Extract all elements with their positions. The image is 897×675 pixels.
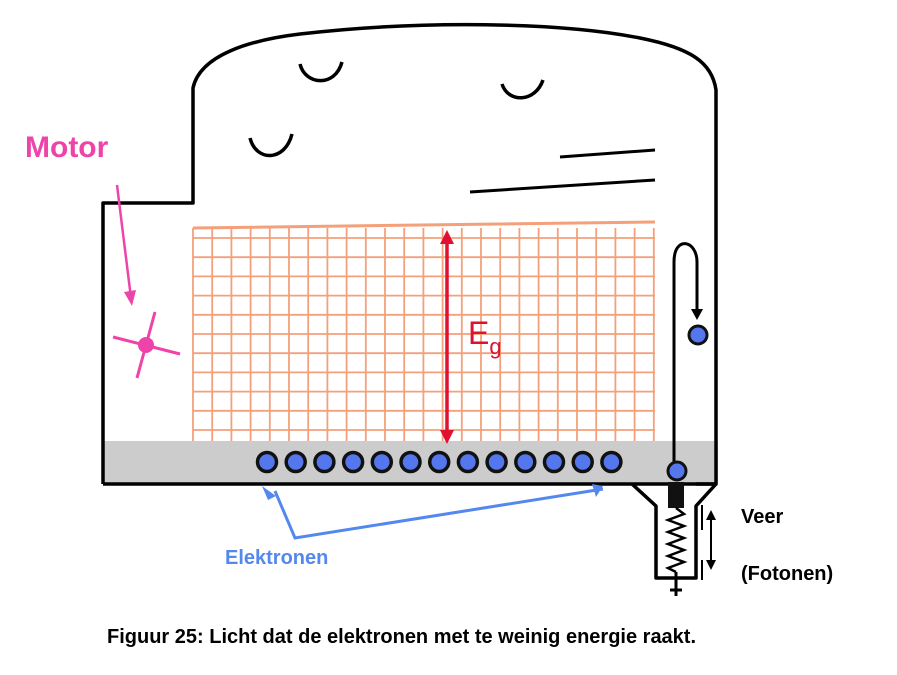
motor-label: Motor [25,131,109,164]
fotonen-label: (Fotonen) [741,563,833,585]
elektronen-label: Elektronen [225,547,328,569]
elektronen-arrowhead-right [592,484,603,497]
eg-label-sub: g [489,334,501,359]
smile-arc-3 [248,133,294,158]
elektronen-arrowhead-left [262,486,276,500]
veer-label: Veer [741,506,783,528]
return-tube [672,242,699,466]
energy-gap-arrow [440,230,454,444]
electron-icon [284,450,307,474]
energy-gap-grid [192,220,656,441]
grid-line [192,220,656,230]
return-tube-arrowhead [691,309,703,320]
smile-arc-2 [500,79,545,100]
electron-icon [370,450,394,474]
tube-electron-icon [687,324,709,346]
electron-icon [600,450,623,474]
electron-icon [427,450,451,474]
electron-icon [456,450,480,474]
electron-icon [399,450,422,474]
streak-line-1 [559,148,656,159]
spring-motion-arrow [701,505,716,580]
electron-icon [514,450,537,474]
motor-pointer-arrowhead [124,290,136,306]
motor-pointer-arrow [115,184,133,299]
machine-outline [101,22,718,486]
funnel-electron-icon [666,460,688,482]
electron-row [255,450,623,474]
spring-icon [664,482,688,596]
figure-caption: Figuur 25: Licht dat de elektronen met t… [107,626,696,648]
electron-icon [571,450,594,474]
smile-arc-1 [298,61,344,83]
electron-icon [341,450,365,474]
motor-propeller-icon [112,311,181,379]
electron-icon [313,450,336,474]
electron-icon [255,450,279,474]
elektronen-arrows [273,487,604,540]
eg-label-main: E [468,315,489,351]
streak-line-2 [469,178,656,194]
eg-label: Eg [468,315,502,359]
electron-icon [485,450,508,474]
electron-icon [542,450,566,474]
